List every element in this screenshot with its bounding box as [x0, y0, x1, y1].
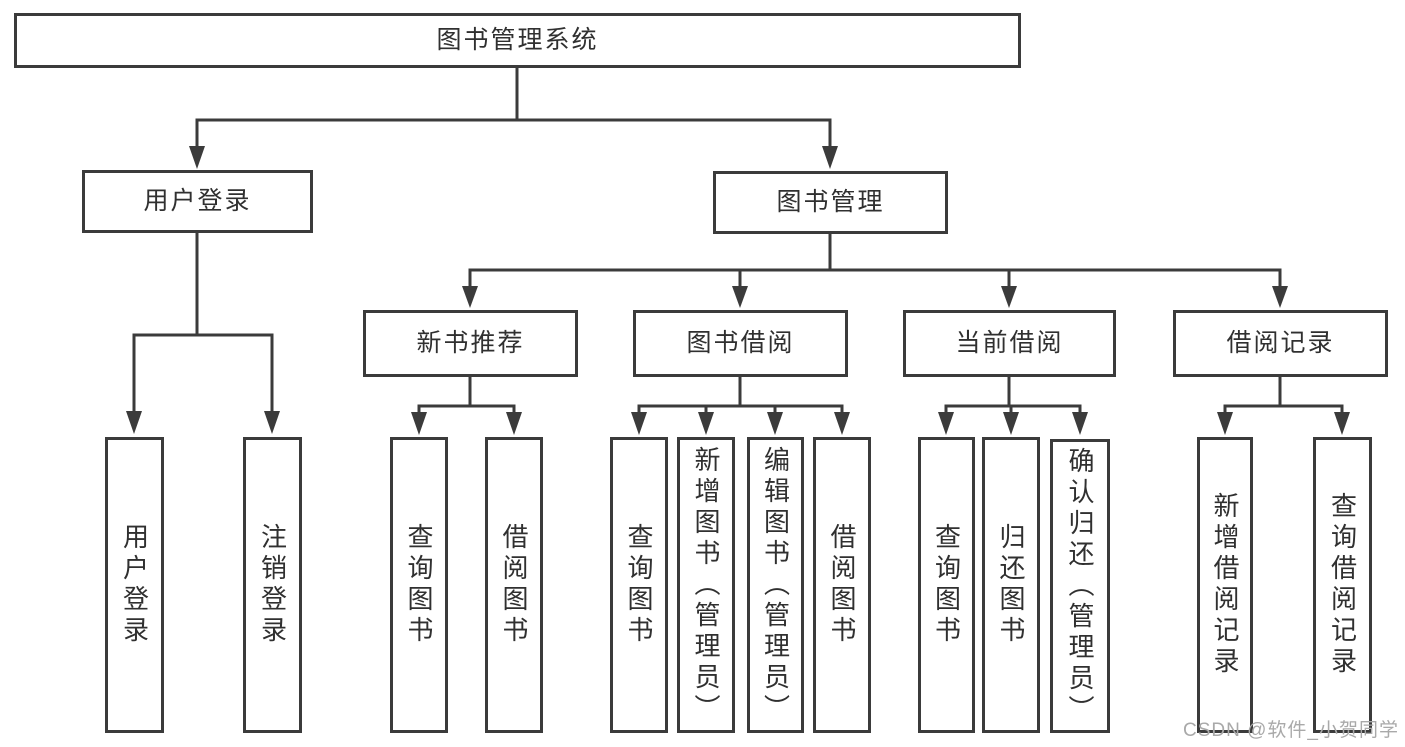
node-user-login-group: 用户登录	[82, 170, 313, 233]
node-new-book-rec: 新书推荐	[363, 310, 578, 377]
node-cb-confirm-return: 确认归还（管理员）	[1050, 439, 1110, 733]
node-rec-borrow-books-label: 借阅图书	[499, 523, 529, 647]
node-bb-add-books: 新增图书（管理员）	[677, 437, 735, 733]
node-book-borrow-label: 图书借阅	[686, 329, 795, 357]
node-cb-query-books: 查询图书	[918, 437, 975, 733]
node-logout-label: 注销登录	[257, 523, 288, 647]
node-cb-return-books-label: 归还图书	[996, 523, 1026, 647]
node-book-borrow: 图书借阅	[633, 310, 848, 377]
node-bb-query-books-label: 查询图书	[624, 523, 654, 647]
node-rec-borrow-books: 借阅图书	[485, 437, 543, 733]
node-bb-borrow-books-label: 借阅图书	[827, 523, 857, 647]
node-bb-borrow-books: 借阅图书	[813, 437, 871, 733]
connector-current-borrow	[938, 375, 1088, 435]
node-bb-edit-books-label: 编辑图书（管理员）	[760, 445, 791, 725]
connector-root	[189, 66, 838, 169]
node-cb-query-books-label: 查询图书	[931, 523, 962, 647]
node-user-login: 用户登录	[105, 437, 164, 733]
node-new-book-rec-label: 新书推荐	[416, 329, 525, 357]
connector-borrow-records	[1217, 375, 1350, 435]
node-user-login-group-label: 用户登录	[143, 187, 252, 215]
node-bb-edit-books: 编辑图书（管理员）	[747, 437, 804, 733]
node-book-mgmt-group-label: 图书管理	[776, 188, 885, 216]
node-br-add-record: 新增借阅记录	[1197, 437, 1253, 733]
node-rec-query-books: 查询图书	[390, 437, 448, 733]
node-book-mgmt-group: 图书管理	[713, 171, 948, 234]
node-br-add-record-label: 新增借阅记录	[1210, 492, 1240, 678]
node-bb-add-books-label: 新增图书（管理员）	[691, 445, 721, 725]
node-user-login-label: 用户登录	[119, 523, 150, 647]
node-br-query-record: 查询借阅记录	[1313, 437, 1372, 733]
connector-user-login-group	[126, 231, 280, 434]
node-borrow-records: 借阅记录	[1173, 310, 1388, 377]
node-current-borrow: 当前借阅	[903, 310, 1116, 377]
node-bb-query-books: 查询图书	[610, 437, 668, 733]
node-br-query-record-label: 查询借阅记录	[1327, 492, 1358, 678]
connector-book-mgmt-group	[462, 232, 1288, 308]
node-cb-confirm-return-label: 确认归还（管理员）	[1065, 446, 1095, 726]
node-logout: 注销登录	[243, 437, 302, 733]
node-cb-return-books: 归还图书	[982, 437, 1040, 733]
node-current-borrow-label: 当前借阅	[955, 329, 1064, 357]
connector-book-borrow	[631, 375, 850, 435]
node-rec-query-books-label: 查询图书	[404, 523, 434, 647]
node-borrow-records-label: 借阅记录	[1226, 329, 1335, 357]
node-root-label: 图书管理系统	[436, 26, 599, 54]
csdn-watermark: CSDN @软件_小贺同学	[1183, 720, 1399, 741]
connector-new-book-rec	[411, 375, 522, 435]
node-root: 图书管理系统	[14, 13, 1021, 68]
